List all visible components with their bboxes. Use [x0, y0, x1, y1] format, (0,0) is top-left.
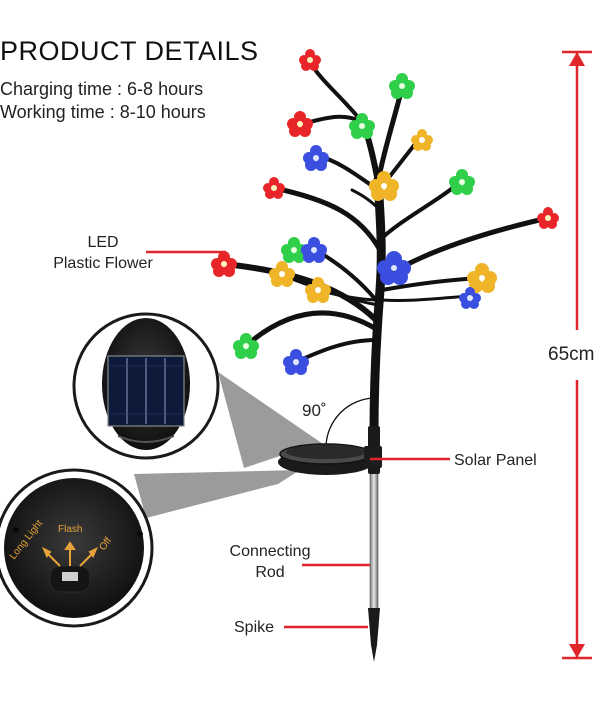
solar-zoom-projection	[218, 372, 326, 468]
flower-blue	[301, 237, 327, 263]
connecting-rod	[369, 469, 379, 611]
rod-callout-label: Connecting Rod	[220, 541, 320, 583]
flower-red	[211, 251, 237, 277]
flower-yellow	[467, 263, 497, 293]
flower-callout-line2: Plastic Flower	[53, 255, 153, 272]
switch-zoom-projection	[134, 470, 300, 518]
flower-red	[263, 177, 285, 199]
flower-green	[349, 113, 375, 139]
flower-red	[537, 207, 559, 229]
switch-zoom: Long Light Flash Off	[0, 468, 154, 628]
height-label: 65cm	[548, 344, 595, 365]
flower-yellow	[305, 277, 331, 303]
flower-yellow	[269, 261, 295, 287]
rod-callout-line1: Connecting	[229, 543, 311, 560]
flower-red	[299, 49, 321, 71]
spike	[368, 608, 380, 662]
working-time-spec: Working time : 8-10 hours	[0, 102, 206, 122]
page-title: PRODUCT DETAILS	[0, 36, 259, 66]
spike-label: Spike	[234, 619, 275, 636]
flower-yellow	[411, 129, 433, 151]
flower-callout-label: LED Plastic Flower	[48, 232, 158, 274]
switch-slider	[62, 572, 78, 581]
callout-lines	[146, 250, 450, 629]
solar-panel-label: Solar Panel	[454, 452, 537, 469]
flower-green	[281, 237, 307, 263]
switch-label-flash: Flash	[58, 524, 82, 535]
solar-panel-zoom	[72, 312, 220, 460]
angle-arc	[325, 397, 375, 447]
flower-green	[449, 169, 475, 195]
flower-red	[287, 111, 313, 137]
tree-branches	[221, 60, 551, 437]
flower-blue	[377, 251, 411, 285]
flower-callout-line1: LED	[87, 234, 119, 251]
flower-green	[389, 73, 415, 99]
flower-blue	[283, 349, 309, 375]
flower-yellow	[369, 171, 399, 201]
rod-callout-line2: Rod	[255, 564, 285, 581]
angle-label: 90˚	[302, 401, 327, 420]
flower-blue	[303, 145, 329, 171]
charging-time-spec: Charging time : 6-8 hours	[0, 79, 204, 99]
led-flowers	[211, 49, 559, 375]
flower-blue	[459, 287, 481, 309]
flower-green	[233, 333, 259, 359]
height-dimension	[562, 50, 592, 660]
